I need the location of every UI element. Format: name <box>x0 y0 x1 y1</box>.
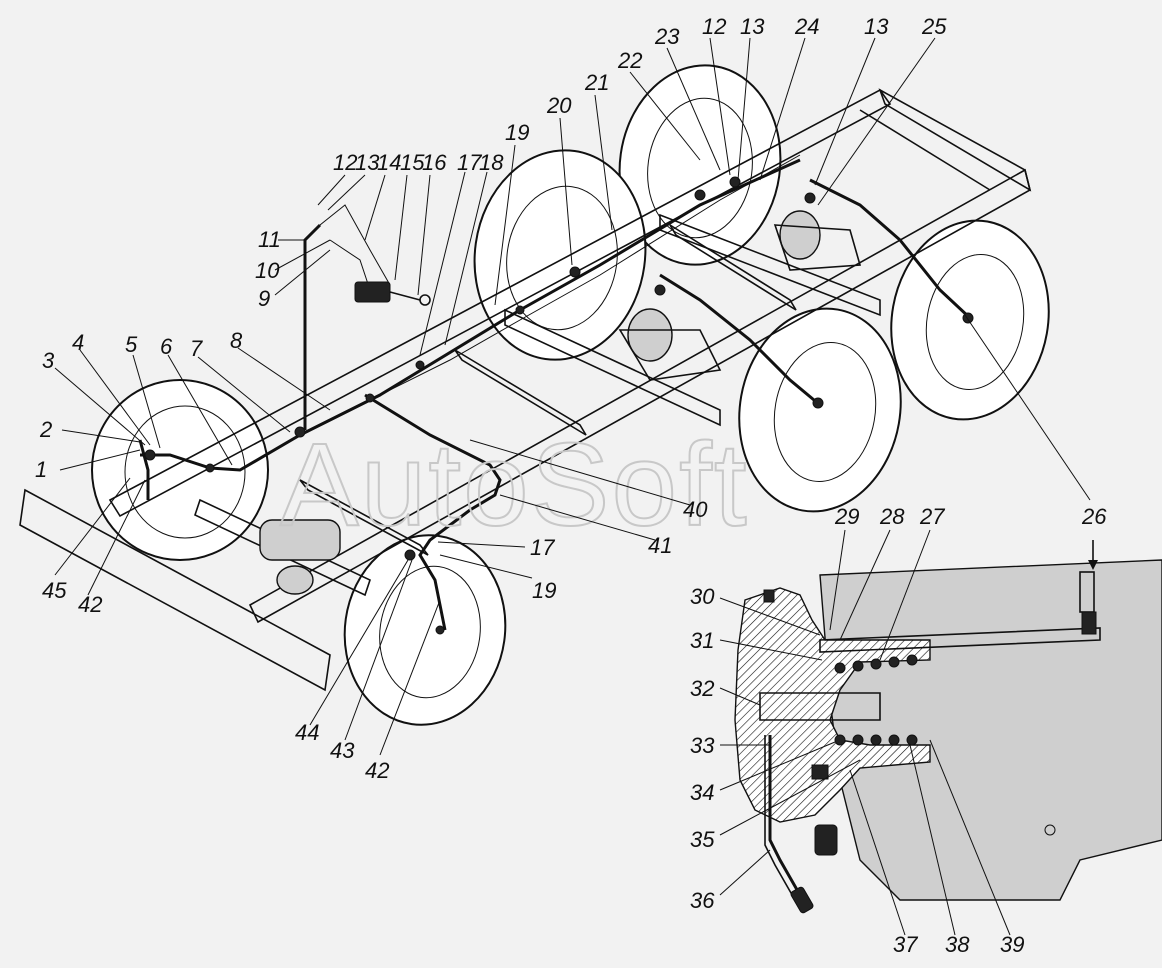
callout-7: 7 <box>190 336 203 361</box>
callout-5: 5 <box>125 332 138 357</box>
callout-2: 2 <box>39 417 52 442</box>
callout-17-top: 17 <box>457 150 482 175</box>
callout-23: 23 <box>654 24 680 49</box>
callout-40: 40 <box>683 497 708 522</box>
callout-12-rear: 12 <box>702 14 726 39</box>
wheel-front-left <box>91 379 269 561</box>
callout-13-right: 13 <box>864 14 889 39</box>
callout-14: 14 <box>377 150 401 175</box>
callout-20: 20 <box>546 93 572 118</box>
callout-19-top: 19 <box>505 120 529 145</box>
callout-19-bottom: 19 <box>532 578 556 603</box>
callout-17-bottom: 17 <box>530 535 555 560</box>
callout-1: 1 <box>35 457 47 482</box>
callout-22: 22 <box>617 48 642 73</box>
callout-6: 6 <box>160 334 173 359</box>
callout-12-cab: 12 <box>333 150 357 175</box>
callout-28: 28 <box>879 504 905 529</box>
wheel-front-right <box>343 534 507 726</box>
callout-43: 43 <box>330 738 355 763</box>
callout-45: 45 <box>42 578 67 603</box>
callout-15: 15 <box>400 150 425 175</box>
callout-13-cab: 13 <box>355 150 380 175</box>
callout-9: 9 <box>258 286 270 311</box>
callout-27: 27 <box>919 504 945 529</box>
leader-lines <box>54 37 1091 936</box>
callout-29: 29 <box>834 504 859 529</box>
callout-32: 32 <box>690 676 714 701</box>
callout-39: 39 <box>1000 932 1024 957</box>
callout-26: 26 <box>1081 504 1107 529</box>
callout-18: 18 <box>479 150 504 175</box>
callout-24: 24 <box>794 14 819 39</box>
callout-4: 4 <box>72 330 84 355</box>
bearings <box>834 654 918 746</box>
wheels <box>91 64 1050 726</box>
callout-44: 44 <box>295 720 319 745</box>
callout-11: 11 <box>258 227 281 252</box>
callout-25: 25 <box>921 14 947 39</box>
callout-42-front-right: 42 <box>365 758 389 783</box>
callout-41: 41 <box>648 533 672 558</box>
callout-21: 21 <box>584 70 609 95</box>
hub-section-detail <box>734 540 1162 914</box>
callout-31: 31 <box>690 628 714 653</box>
callout-numbers: 1 2 3 4 5 6 7 8 9 10 11 12 13 14 15 16 1… <box>35 14 1107 957</box>
callout-3: 3 <box>42 348 55 373</box>
callout-36: 36 <box>690 888 715 913</box>
callout-30: 30 <box>690 584 715 609</box>
callout-16: 16 <box>422 150 447 175</box>
air-lines <box>138 154 974 635</box>
callout-35: 35 <box>690 827 715 852</box>
callout-33: 33 <box>690 733 715 758</box>
callout-13-rear: 13 <box>740 14 765 39</box>
callout-10: 10 <box>255 258 280 283</box>
callout-42-front-left: 42 <box>78 592 102 617</box>
callout-38: 38 <box>945 932 970 957</box>
watermark: AutoSoft <box>280 419 749 551</box>
callout-8: 8 <box>230 328 243 353</box>
callout-34: 34 <box>690 780 714 805</box>
wheel-middle-right <box>738 307 902 513</box>
callout-37: 37 <box>893 932 918 957</box>
